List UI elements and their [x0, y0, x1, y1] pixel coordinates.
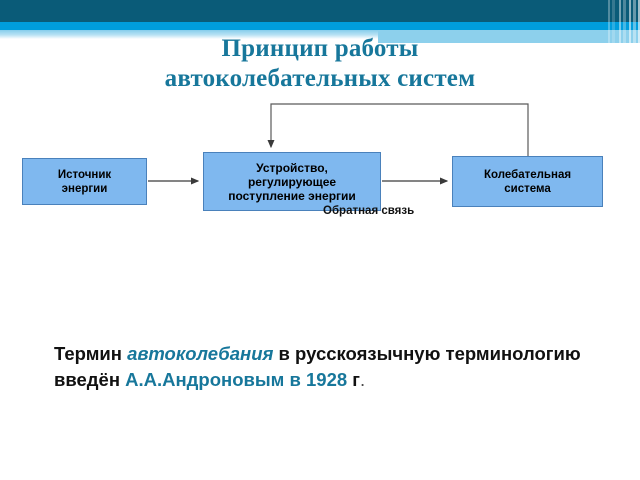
diagram-node-oscillator-label: Колебательная система: [484, 168, 571, 196]
node-source-line-2: энергии: [61, 182, 108, 195]
header-stripe: [608, 0, 610, 46]
body-term-autooscillations: автоколебания: [127, 342, 274, 364]
node-oscillator-line-1: Колебательная: [483, 168, 572, 181]
arrow-feedback-loop: [267, 103, 529, 156]
diagram-node-regulator-label: Устройство, регулирующее поступление эне…: [204, 161, 380, 203]
page-title-line-2: автоколебательных систем: [164, 65, 476, 92]
node-regulator-line-2: регулирующее: [247, 174, 337, 189]
body-text-period: .: [360, 368, 366, 390]
diagram-node-source[interactable]: Источник энергии: [22, 158, 147, 205]
diagram-node-oscillator[interactable]: Колебательная система: [452, 156, 603, 207]
feedback-loop-label: Обратная связь: [323, 205, 415, 217]
header-stripe: [629, 0, 631, 46]
node-regulator-line-1: Устройство,: [256, 160, 328, 175]
header-stripe: [619, 0, 621, 46]
slide-header-decoration: [0, 0, 640, 46]
diagram-node-source-label: Источник энергии: [58, 168, 111, 196]
header-stripe: [633, 0, 636, 46]
node-regulator-line-3: поступление энергии: [228, 188, 356, 203]
header-stripe: [612, 0, 615, 46]
body-author-attribution: А.А.Андроновым в 1928: [125, 368, 348, 390]
header-band-step: [378, 30, 640, 43]
body-paragraph: Термин автоколебания в русскоязычную тер…: [54, 341, 594, 393]
header-band-light: [0, 30, 640, 39]
node-oscillator-line-2: система: [504, 182, 551, 195]
body-text-part-3: г: [347, 368, 361, 390]
body-text-part-2: в русскоязычную терминологию введён: [54, 342, 581, 390]
diagram-node-regulator[interactable]: Устройство, регулирующее поступление эне…: [203, 152, 381, 211]
diagram-connectors: [148, 103, 529, 185]
header-band-cyan: [0, 22, 640, 30]
body-text-part-1: Термин: [54, 342, 128, 364]
header-stripe: [638, 0, 640, 46]
header-stripes-decoration: [604, 0, 640, 46]
header-stripe: [623, 0, 626, 46]
header-band-dark: [0, 0, 640, 22]
page-title: Принцип работы автоколебательных систем: [0, 34, 640, 94]
node-source-line-1: Источник: [57, 168, 112, 181]
block-diagram: Источник энергии Устройство, регулирующе…: [0, 96, 640, 221]
page-title-line-1: Принцип работы: [221, 35, 419, 62]
